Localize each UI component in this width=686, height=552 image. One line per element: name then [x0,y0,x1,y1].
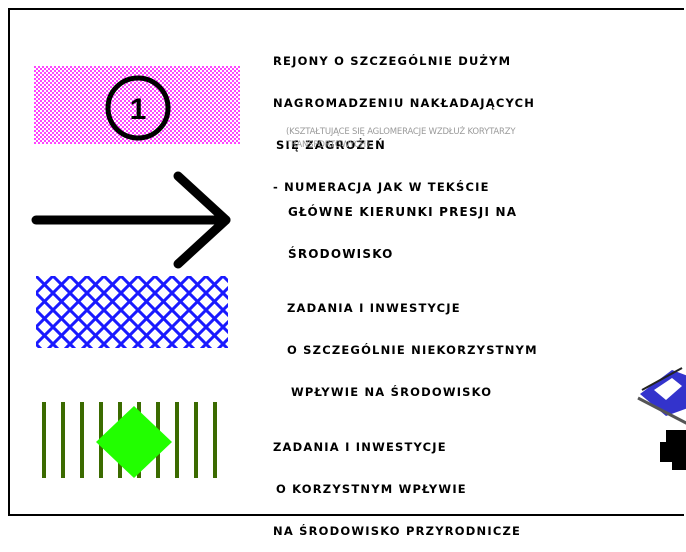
negative-impact-symbol [36,276,228,348]
item1-note-line: (KSZTAŁTUJĄCE SIĘ AGLOMERACJE WZDŁUŻ KOR… [286,127,516,137]
item1-line: REJONY O SZCZEGÓLNIE DUŻYM [273,54,512,68]
item4-line: ZADANIA I INWESTYCJE [273,440,447,454]
item1-line: SIĘ ZAGROŻEŃ [276,138,386,152]
item2-label: GŁÓWNE KIERUNKI PRESJI NA ŚRODOWISKO [288,177,517,275]
symbol-number: 1 [130,93,147,126]
item1-line: NAGROMADZENIU NAKŁADAJĄCYCH [273,96,536,110]
number-circle [105,75,171,141]
partial-illustration [637,367,686,470]
item4-label: ZADANIA I INWESTYCJE O KORZYSTNYM WPŁYWI… [273,412,521,552]
item3-line: WPŁYWIE NA ŚRODOWISKO [291,385,493,399]
item2-line: GŁÓWNE KIERUNKI PRESJI NA [288,205,518,219]
item2-line: ŚRODOWISKO [288,247,394,261]
item4-line: O KORZYSTNYM WPŁYWIE [276,482,467,496]
item3-line: ZADANIA I INWESTYCJE [287,301,461,315]
item1-line: - NUMERACJA JAK W TEKŚCIE [273,180,490,194]
item4-line: NA ŚRODOWISKO PRZYRODNICZE [273,524,522,538]
item1-label: REJONY O SZCZEGÓLNIE DUŻYM NAGROMADZENIU… [273,26,535,208]
item3-line: O SZCZEGÓLNIE NIEKORZYSTNYM [287,343,538,357]
item1-note: (KSZTAŁTUJĄCE SIĘ AGLOMERACJE WZDŁUŻ KOR… [286,126,516,152]
hazard-area-symbol: 1 [34,66,240,144]
item1-note-line: TRANSPORTOWYCH) [286,140,370,150]
pressure-arrow-symbol [31,171,231,269]
item3-label: ZADANIA I INWESTYCJE O SZCZEGÓLNIE NIEKO… [287,273,538,413]
positive-impact-symbol [42,402,217,478]
green-diamond [96,406,172,478]
